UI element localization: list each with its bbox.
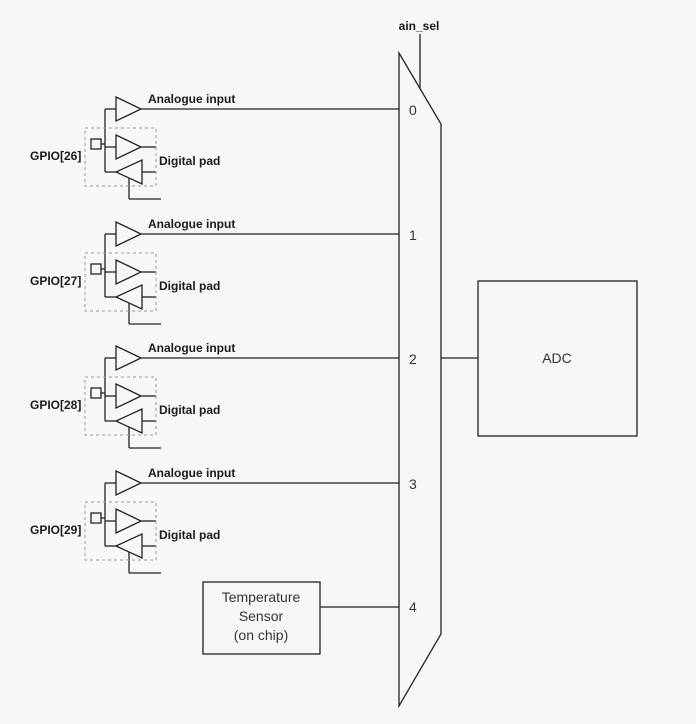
temp-sensor-line-3: (on chip) bbox=[234, 627, 288, 643]
temp-sensor-line-1: Temperature bbox=[222, 589, 301, 605]
mux-input-0: 0 bbox=[409, 102, 417, 118]
gpio-name-label: GPIO[27] bbox=[30, 274, 81, 288]
adc-label: ADC bbox=[542, 350, 572, 366]
gpio-name-label: GPIO[26] bbox=[30, 149, 81, 163]
gpio-block-28: Analogue input Digital pad GPIO[28] bbox=[30, 341, 399, 449]
input-buffer-triangle bbox=[115, 382, 143, 410]
mux-input-4: 4 bbox=[409, 599, 417, 615]
analogue-input-label: Analogue input bbox=[148, 466, 235, 480]
pad-square bbox=[90, 263, 102, 275]
input-buffer-triangle bbox=[115, 258, 143, 286]
input-buffer-triangle bbox=[115, 133, 143, 161]
gpio-dashed-boundary bbox=[84, 501, 157, 561]
gpio-block-26: Analogue input Digital pad GPIO[26] bbox=[30, 92, 399, 200]
pad-square bbox=[90, 512, 102, 524]
gpio-dashed-boundary bbox=[84, 252, 157, 312]
pad-square bbox=[90, 138, 102, 150]
gpio-dashed-boundary bbox=[84, 127, 157, 187]
analogue-input-label: Analogue input bbox=[148, 217, 235, 231]
multiplexer bbox=[398, 50, 442, 709]
gpio-name-label: GPIO[28] bbox=[30, 398, 81, 412]
analogue-buffer-triangle bbox=[115, 95, 143, 123]
analogue-buffer-triangle bbox=[115, 220, 143, 248]
gpio-block-29: Analogue input Digital pad GPIO[29] bbox=[30, 466, 399, 574]
temperature-sensor-block bbox=[202, 581, 321, 655]
analogue-input-label: Analogue input bbox=[148, 92, 235, 106]
adc-block bbox=[477, 280, 638, 437]
gpio-block-27: Analogue input Digital pad GPIO[27] bbox=[30, 217, 399, 325]
digital-pad-label: Digital pad bbox=[159, 279, 220, 293]
gpio-name-label: GPIO[29] bbox=[30, 523, 81, 537]
input-buffer-triangle bbox=[115, 507, 143, 535]
mux-input-3: 3 bbox=[409, 476, 417, 492]
analogue-buffer-triangle bbox=[115, 344, 143, 372]
digital-pad-label: Digital pad bbox=[159, 403, 220, 417]
mux-input-1: 1 bbox=[409, 227, 417, 243]
pad-square bbox=[90, 387, 102, 399]
digital-pad-label: Digital pad bbox=[159, 528, 220, 542]
temp-sensor-line-2: Sensor bbox=[239, 608, 284, 624]
gpio-dashed-boundary bbox=[84, 376, 157, 436]
analogue-buffer-triangle bbox=[115, 469, 143, 497]
mux-input-2: 2 bbox=[409, 351, 417, 367]
analogue-input-label: Analogue input bbox=[148, 341, 235, 355]
digital-pad-label: Digital pad bbox=[159, 154, 220, 168]
ain-sel-label: ain_sel bbox=[399, 19, 440, 33]
